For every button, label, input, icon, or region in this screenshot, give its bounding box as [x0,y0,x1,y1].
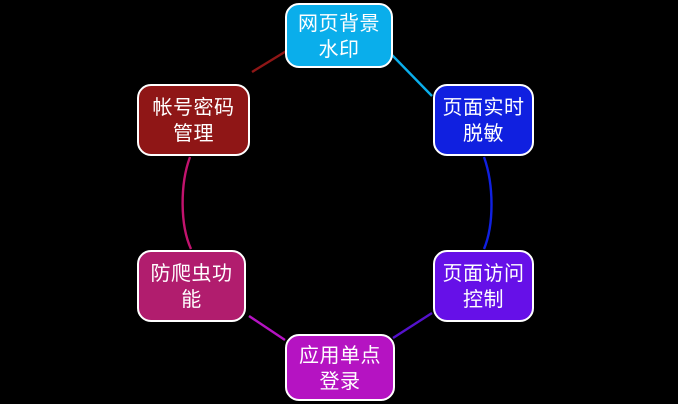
node-page-realtime-masking[interactable]: 页面实时 脱敏 [433,84,534,156]
node-label: 帐号密码 管理 [152,95,235,145]
node-label: 网页背景 水印 [298,10,380,61]
node-label: 页面实时 脱敏 [442,95,525,145]
node-account-password-management[interactable]: 帐号密码 管理 [137,84,250,156]
edge-account-to-watermark [251,48,289,74]
node-application-single-sign-on[interactable]: 应用单点 登录 [285,334,395,401]
edge-masking-to-access-control [482,156,493,250]
edge-sso-to-anti-crawler [248,315,286,341]
node-label: 应用单点 登录 [299,342,381,393]
node-label: 防爬虫功 能 [150,261,233,311]
edge-watermark-to-masking [390,53,433,97]
node-page-access-control[interactable]: 页面访问 控制 [433,250,534,322]
node-anti-crawler-function[interactable]: 防爬虫功 能 [137,250,246,322]
node-label: 页面访问 控制 [442,261,525,311]
edge-access-control-to-sso [392,311,433,340]
node-web-page-background-watermark[interactable]: 网页背景 水印 [285,3,393,68]
edge-anti-crawler-to-account [181,156,193,250]
